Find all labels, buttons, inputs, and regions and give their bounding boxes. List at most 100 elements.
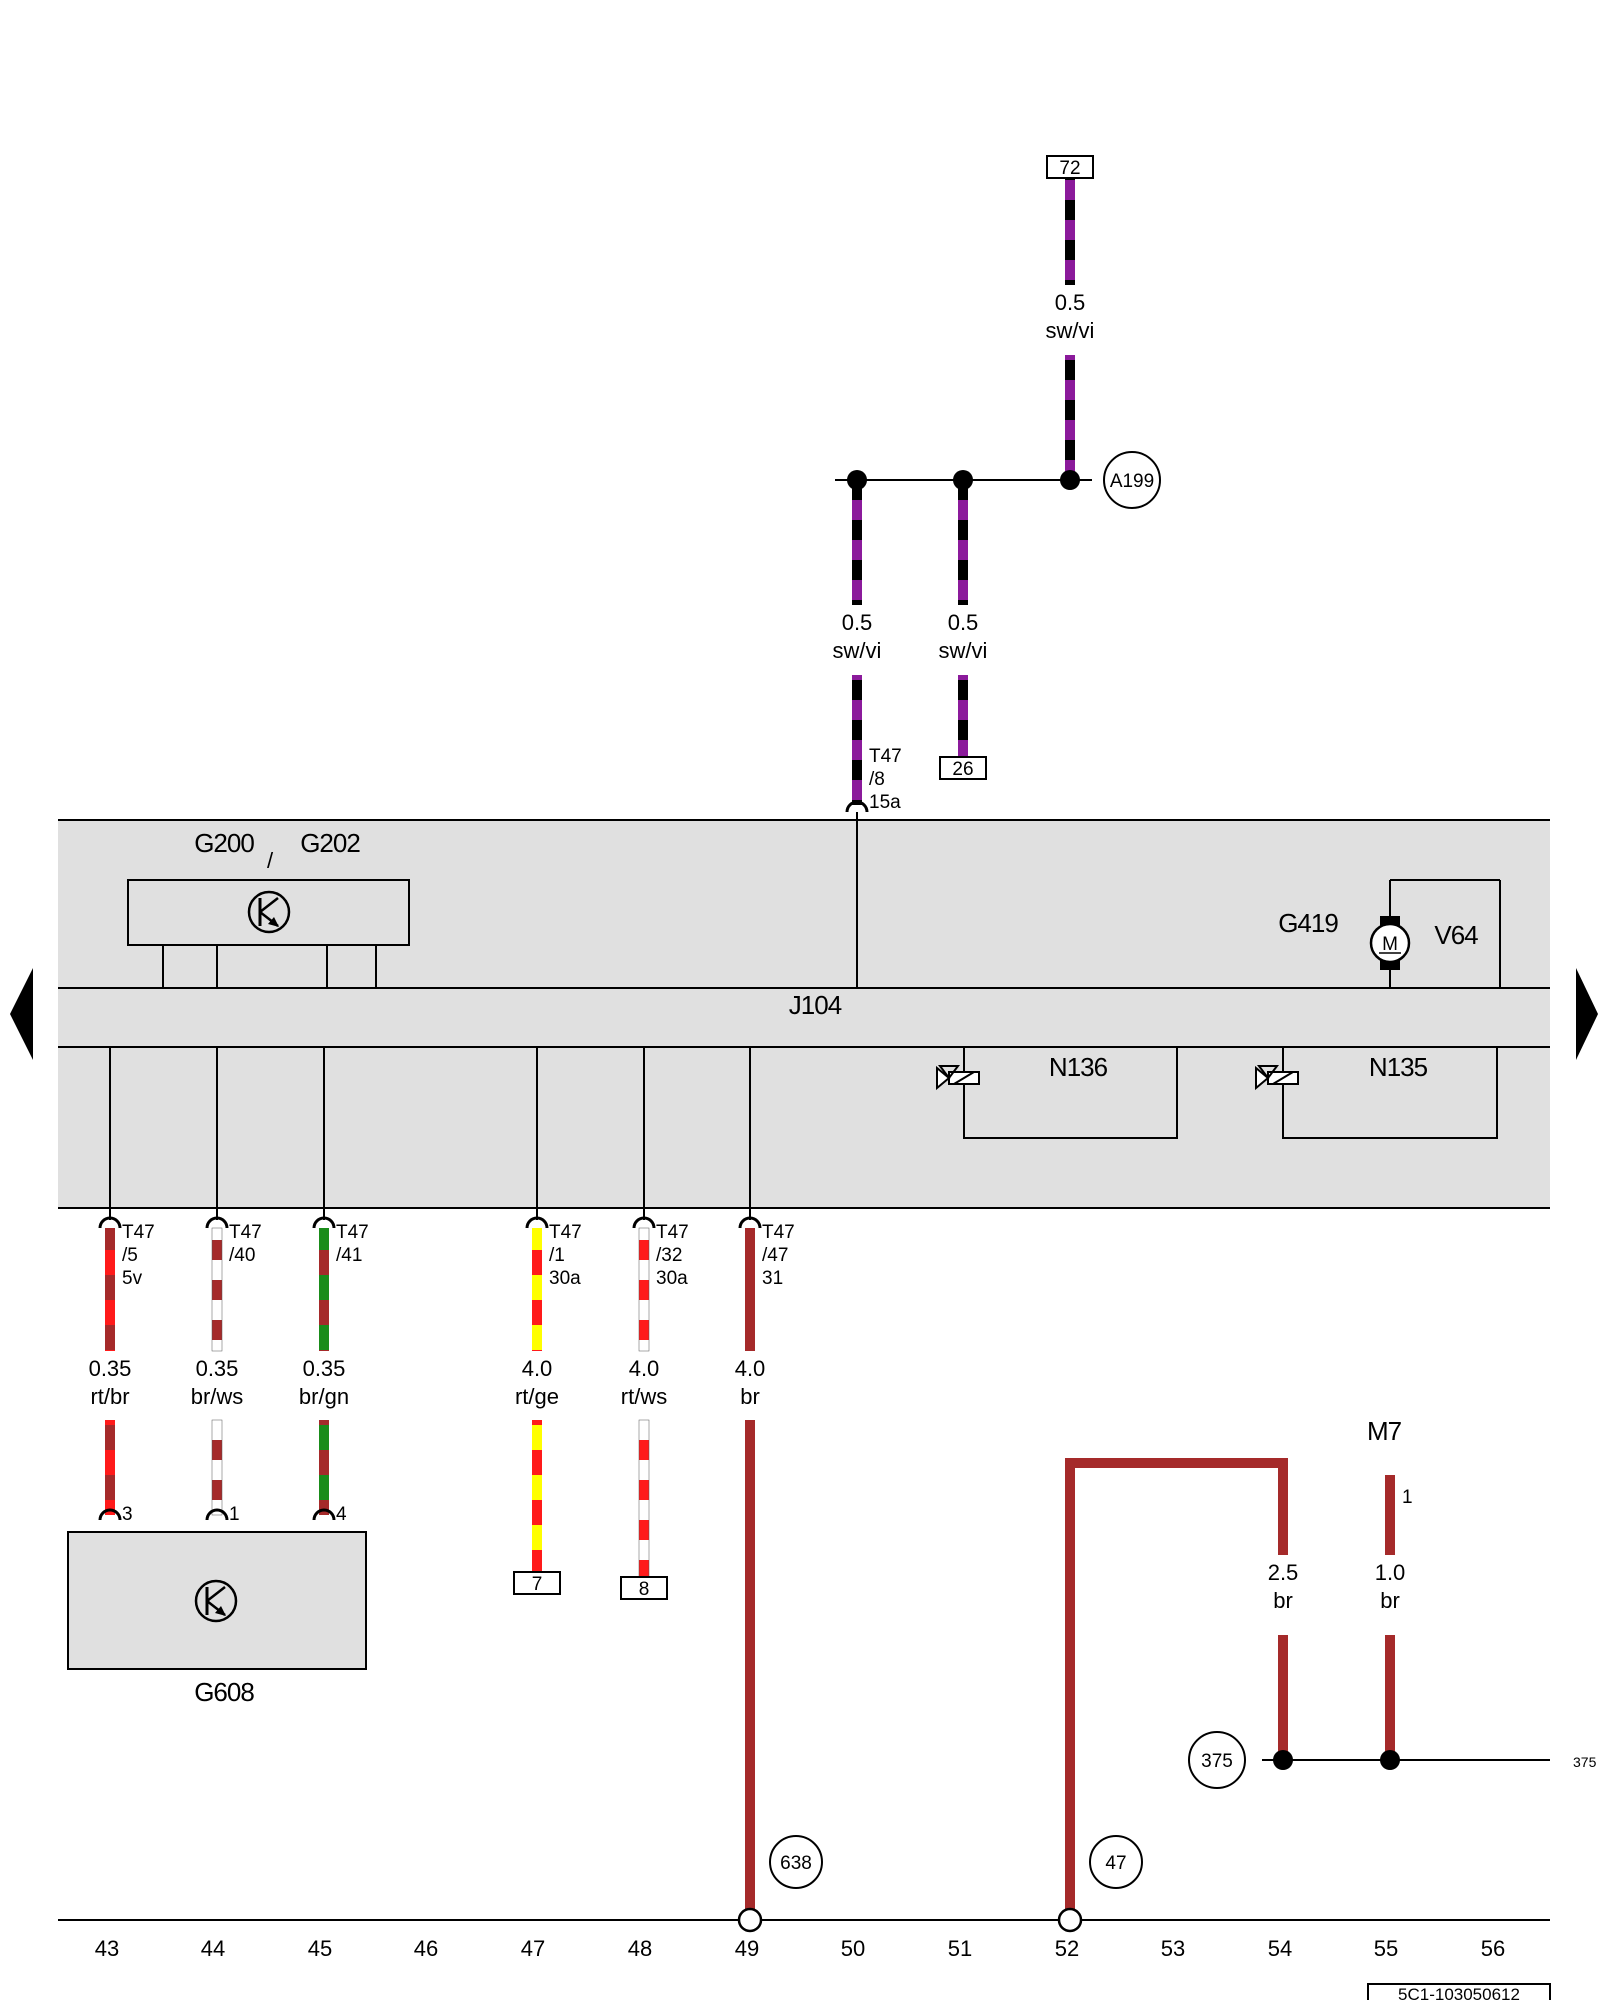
connector-t47-8-symbol [845,800,869,813]
wire-swvi-top-upper [1065,178,1075,285]
pin-5-func: 5v [122,1268,143,1289]
wire-rtbr-upper [105,1228,115,1351]
node-375-label: 375 [1201,1751,1233,1772]
node-a199: A199 [1103,451,1161,509]
wire-rtbr-lower [105,1420,115,1515]
wire-rtws-color: rt/ws [621,1384,667,1409]
motor-m7-label: M7 [1367,1416,1402,1446]
wire-rtge-lower [532,1420,542,1572]
pin-8-num: /8 [869,769,885,790]
wire-54-color: br [1273,1588,1293,1613]
footer-code: 5C1-103050612 [1367,1983,1551,2000]
pin-47-num: /47 [762,1245,788,1266]
wire-left-size: 0.5 [842,610,873,635]
sensor-g200-label: G200 [194,828,254,858]
wire-rtbr-color: rt/br [90,1384,129,1409]
wire-rtge-color: rt/ge [515,1384,559,1409]
pin-40-num: /40 [229,1245,255,1266]
wire-m7-size: 1.0 [1375,1560,1406,1585]
motor-v64-label: V64 [1434,920,1478,950]
sensor-g202-label: G202 [300,828,360,858]
wire-swvi-left-lower [852,675,862,805]
wire-br-m7-upper [1385,1475,1395,1555]
pin-5-conn: T47 [122,1222,155,1243]
pin-47-conn: T47 [762,1222,795,1243]
wire-brws-upper [211,1227,223,1352]
wire-brws-lower [211,1419,223,1516]
connector-g608-3-symbol [98,1508,122,1521]
terminal-8-label: 8 [639,1579,650,1600]
wire-rtge-upper [532,1228,542,1351]
wire-54-size: 2.5 [1268,1560,1299,1585]
wire-right-size: 0.5 [948,610,979,635]
wire-rtws-upper [638,1227,650,1352]
ground-638: 638 [769,1835,823,1889]
ground-point-49 [737,1907,763,1933]
wire-left-color: sw/vi [833,638,882,663]
column-number: 55 [1374,1936,1398,1961]
valve-n135-icon [1255,1047,1498,1139]
column-number: 52 [1055,1936,1079,1961]
wire-br-m7-lower [1385,1635,1395,1760]
splice-node-55 [1380,1750,1400,1770]
pin-1-func: 30a [549,1268,581,1289]
column-number: 54 [1268,1936,1292,1961]
wire-swvi-left-upper [852,485,862,605]
wire-brgn-color: br/gn [299,1384,349,1409]
pin-40-conn: T47 [229,1222,262,1243]
sensor-g419-label: G419 [1278,908,1338,938]
connector-g608-1-symbol [205,1508,229,1521]
wire-br-color: br [740,1384,760,1409]
internal-pin-lines [109,1047,751,1220]
wire-rtws-lower [638,1419,650,1578]
valve-n135-label: N135 [1369,1052,1428,1082]
valve-n136-label: N136 [1049,1052,1108,1082]
page-next-arrow[interactable] [1576,968,1598,1060]
wire-top-size: 0.5 [1055,290,1086,315]
wire-m7-color: br [1380,1588,1400,1613]
connector-t47-41-symbol [312,1216,336,1229]
column-number: 43 [95,1936,119,1961]
m7-pin-1: 1 [1402,1487,1413,1508]
module-j104-label: J104 [789,990,842,1020]
page-prev-arrow[interactable] [10,968,33,1060]
connector-t47-32-symbol [632,1216,656,1229]
column-number: 56 [1481,1936,1505,1961]
splice-node-right [1060,470,1080,490]
wire-br-upper [745,1228,755,1351]
connector-t47-1-symbol [525,1216,549,1229]
wire-swvi-right-upper [958,485,968,605]
sensor-g608-label: G608 [194,1677,254,1707]
column-number: 49 [735,1936,759,1961]
ref-375-label: 375 [1573,1754,1597,1770]
wire-right-color: sw/vi [939,638,988,663]
wire-br-lower [745,1420,755,1920]
wire-brgn-size: 0.35 [303,1356,346,1381]
sensor-separator: / [267,848,274,873]
terminal-72-label: 72 [1059,158,1080,179]
connector-t47-5-symbol [98,1216,122,1229]
wire-swvi-right-lower [958,675,968,757]
node-375: 375 [1188,1731,1246,1789]
motor-v64-icon: M [1369,879,1501,988]
column-numbers: 43 44 45 46 47 48 49 50 51 52 53 54 55 5… [95,1936,1505,1961]
column-number: 47 [521,1936,545,1961]
ground-638-label: 638 [780,1853,812,1874]
column-number: 48 [628,1936,652,1961]
pin-32-conn: T47 [656,1222,689,1243]
column-number: 53 [1161,1936,1185,1961]
transistor-icon [194,1579,238,1623]
wire-rtws-size: 4.0 [629,1356,660,1381]
pin-41-num: /41 [336,1245,362,1266]
sensor-g200-legs [162,945,377,988]
wire-rtbr-size: 0.35 [89,1356,132,1381]
node-a199-label: A199 [1110,471,1154,492]
transistor-icon [247,890,291,934]
connector-t47-47-symbol [738,1216,762,1229]
column-number: 44 [201,1936,225,1961]
g608-pin-4: 4 [336,1504,347,1525]
pin-32-num: /32 [656,1245,682,1266]
pin-1-conn: T47 [549,1222,582,1243]
wire-rtge-size: 4.0 [522,1356,553,1381]
